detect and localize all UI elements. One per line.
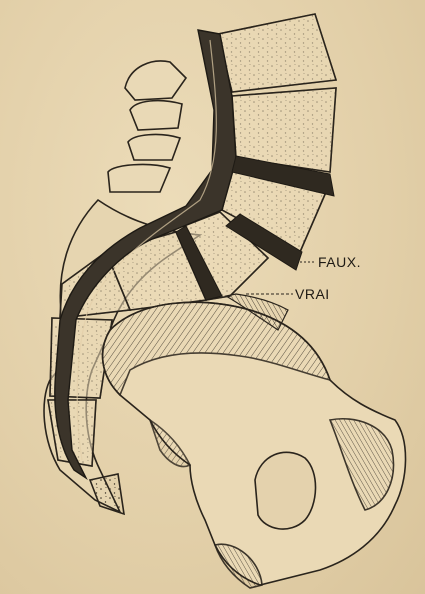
vertebra-1-base [218, 14, 336, 92]
obturator-foramen [255, 452, 316, 529]
spinous-process-1 [125, 61, 186, 100]
label-faux: FAUX. [318, 254, 361, 270]
spinous-process-2 [130, 101, 182, 130]
spinous-process-3 [128, 135, 180, 160]
coccyx [90, 474, 124, 514]
label-vrai: VRAI [295, 286, 330, 302]
spinous-processes [108, 61, 186, 192]
spinous-process-4 [108, 165, 170, 192]
pelvis [103, 302, 406, 588]
